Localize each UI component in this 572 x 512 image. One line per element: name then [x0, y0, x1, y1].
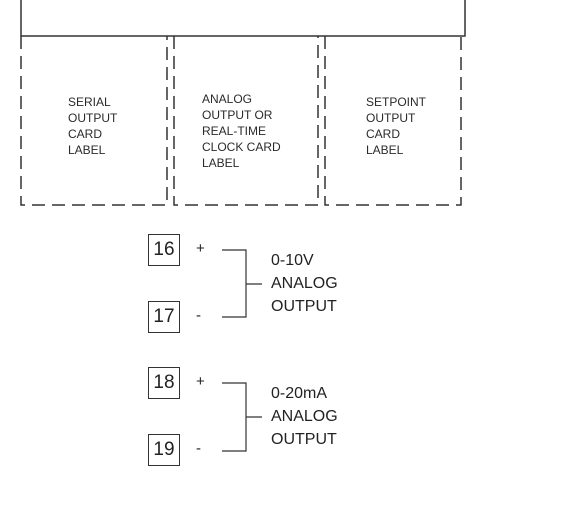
label-line: ANALOG	[202, 92, 253, 106]
serial-card-slot	[20, 36, 168, 206]
label-line: SERIAL	[68, 95, 111, 109]
terminal-16-sign: +	[196, 240, 205, 257]
label-line: LABEL	[366, 143, 404, 157]
output-line: 0-10V	[271, 252, 314, 269]
output-line: ANALOG	[271, 275, 338, 292]
output-line: OUTPUT	[271, 431, 337, 448]
housing-outline	[20, 0, 466, 37]
analog-card-label: ANALOG OUTPUT OR REAL-TIME CLOCK CARD LA…	[202, 91, 281, 171]
serial-card-label: SERIAL OUTPUT CARD LABEL	[68, 94, 117, 158]
terminal-18: 18	[148, 367, 180, 399]
setpoint-card-label: SETPOINT OUTPUT CARD LABEL	[366, 94, 426, 158]
terminal-19-sign: -	[196, 440, 201, 457]
label-line: SETPOINT	[366, 95, 427, 109]
terminal-17-sign: -	[196, 307, 201, 324]
setpoint-card-slot	[324, 36, 462, 206]
terminal-19: 19	[148, 434, 180, 466]
output-line: OUTPUT	[271, 298, 337, 315]
label-line: CARD	[68, 127, 103, 141]
label-line: LABEL	[68, 143, 106, 157]
output-line: 0-20mA	[271, 385, 328, 402]
label-line: CLOCK CARD	[202, 140, 281, 154]
label-line: CARD	[366, 127, 401, 141]
label-line: OUTPUT	[366, 111, 416, 125]
output-0-20ma-label: 0-20mA ANALOG OUTPUT	[271, 382, 338, 451]
bracket-0-20ma	[222, 382, 262, 452]
label-line: OUTPUT	[68, 111, 118, 125]
terminal-18-sign: +	[196, 373, 205, 390]
analog-card-slot	[173, 36, 319, 206]
output-line: ANALOG	[271, 408, 338, 425]
bracket-0-10v	[222, 249, 262, 318]
label-line: REAL-TIME	[202, 124, 267, 138]
label-line: LABEL	[202, 156, 240, 170]
terminal-17: 17	[148, 301, 180, 333]
terminal-16: 16	[148, 234, 180, 266]
output-0-10v-label: 0-10V ANALOG OUTPUT	[271, 249, 338, 318]
label-line: OUTPUT OR	[202, 108, 273, 122]
